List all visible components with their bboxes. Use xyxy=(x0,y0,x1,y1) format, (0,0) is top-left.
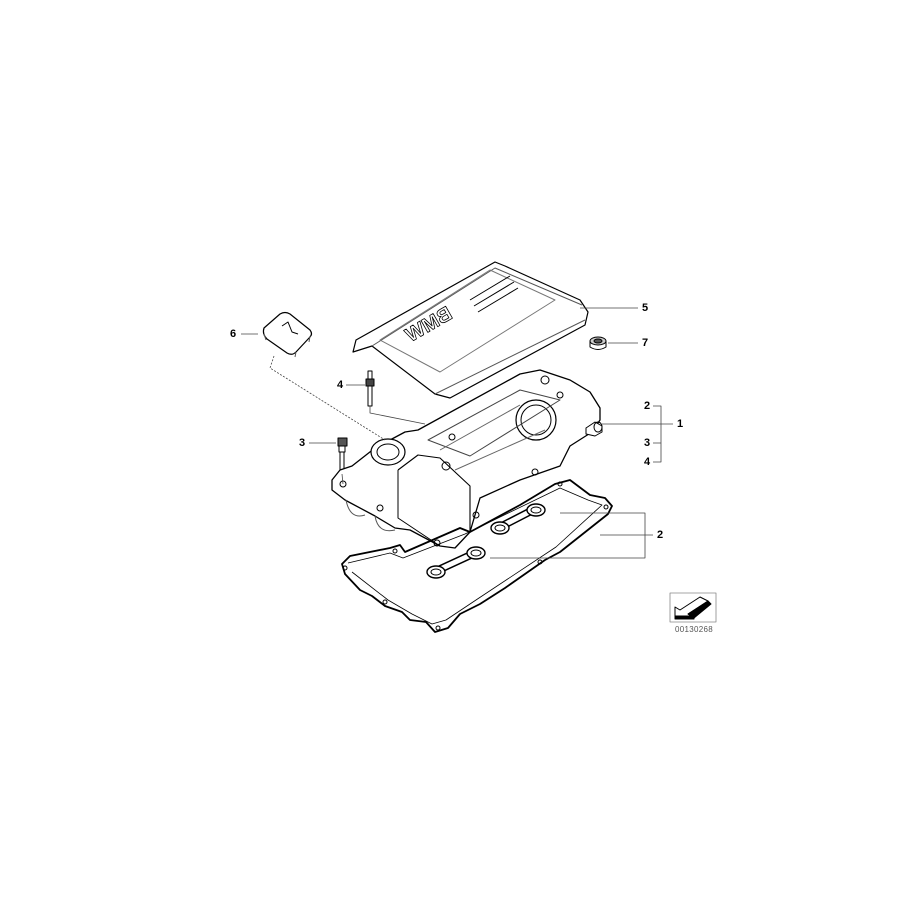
callout-4-right: 4 xyxy=(643,456,651,468)
callout-2-lower: 2 xyxy=(656,529,664,541)
engine-cover-part-5[interactable]: BMW xyxy=(352,261,589,399)
bolt-part-4[interactable] xyxy=(365,370,375,407)
callout-6: 6 xyxy=(229,328,237,340)
diagram-number: 00130268 xyxy=(675,625,713,634)
grommet-part-7[interactable] xyxy=(589,336,607,350)
valve-cover-part-1[interactable] xyxy=(331,369,603,549)
callout-3-right: 3 xyxy=(643,437,651,449)
seal-ring-upper[interactable] xyxy=(490,503,546,535)
oil-filler-cap-part-6[interactable] xyxy=(262,311,313,358)
gasket-part-2[interactable] xyxy=(341,479,613,633)
callout-2-upper: 2 xyxy=(643,400,651,412)
leader-lines xyxy=(241,307,673,559)
callout-3-left: 3 xyxy=(298,437,306,449)
callout-4-left: 4 xyxy=(336,379,344,391)
callout-7: 7 xyxy=(641,337,649,349)
callout-5: 5 xyxy=(641,302,649,314)
callout-1: 1 xyxy=(676,418,684,430)
seal-ring-lower[interactable] xyxy=(426,546,486,579)
orientation-arrow-icon xyxy=(669,592,717,623)
